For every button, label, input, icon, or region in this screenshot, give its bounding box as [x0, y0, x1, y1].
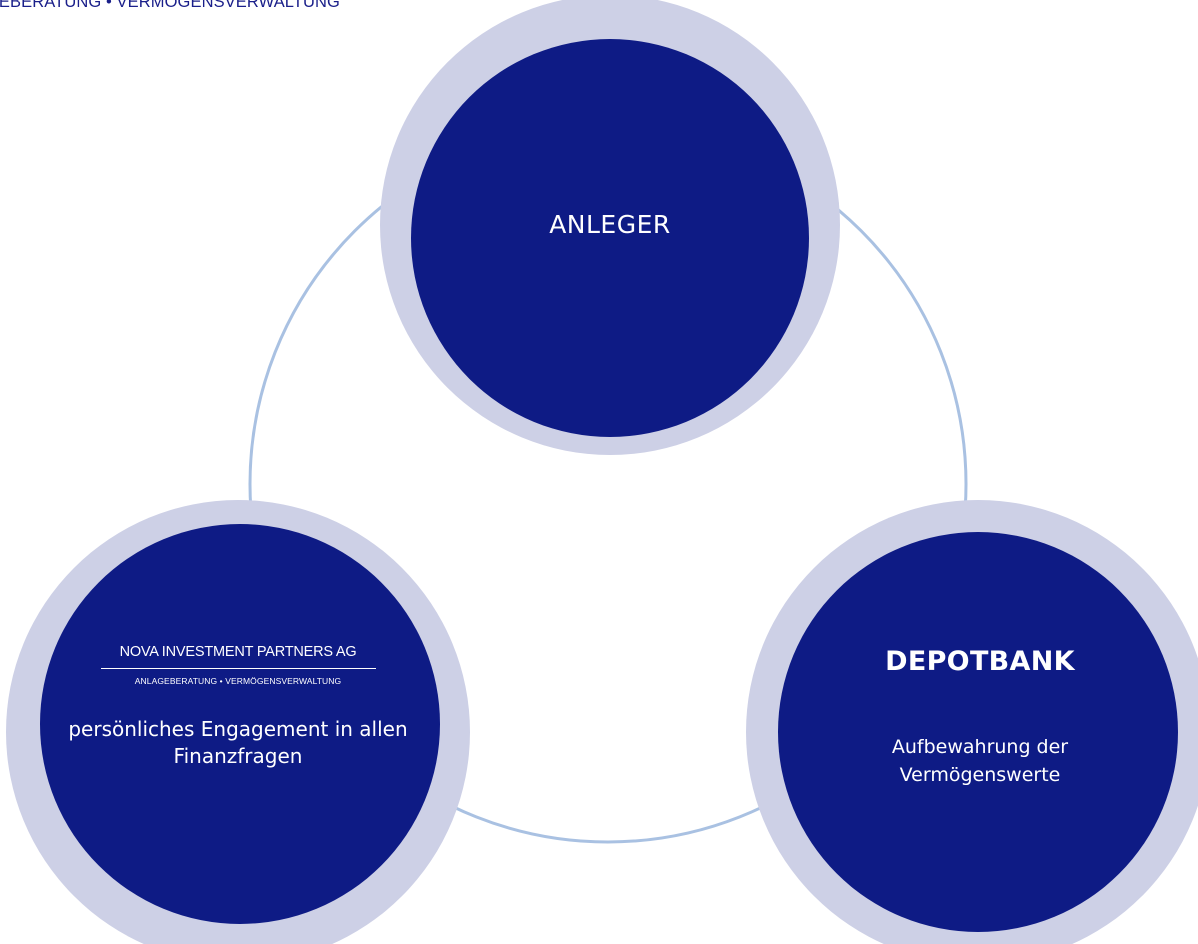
- node-depotbank-core: [778, 532, 1178, 932]
- anleger-label: ANLEGER: [549, 210, 671, 239]
- header-tagline: GEBERATUNG • VERMÖGENSVERWALTUNG: [0, 0, 340, 11]
- node-anleger: [380, 0, 840, 455]
- depotbank-description: Aufbewahrung der Vermögenswerte: [891, 736, 1069, 786]
- nova-description: persönliches Engagement in allen Finanzf…: [68, 717, 408, 768]
- depotbank-title: DEPOTBANK: [885, 646, 1075, 677]
- node-nova-core: [40, 524, 440, 924]
- node-anleger-core: [411, 39, 809, 437]
- nova-company-services: ANLAGEBERATUNG • VERMÖGENSVERWALTUNG: [134, 676, 342, 686]
- depotbank-content: DEPOTBANK Aufbewahrung der Vermögenswert…: [780, 646, 1180, 789]
- node-nova: [6, 500, 470, 944]
- nova-company-name: NOVA INVESTMENT PARTNERS AG: [119, 644, 357, 660]
- nova-content: NOVA INVESTMENT PARTNERS AG ANLAGEBERATU…: [38, 644, 438, 770]
- nova-divider: [100, 668, 376, 669]
- node-depotbank: [746, 500, 1198, 944]
